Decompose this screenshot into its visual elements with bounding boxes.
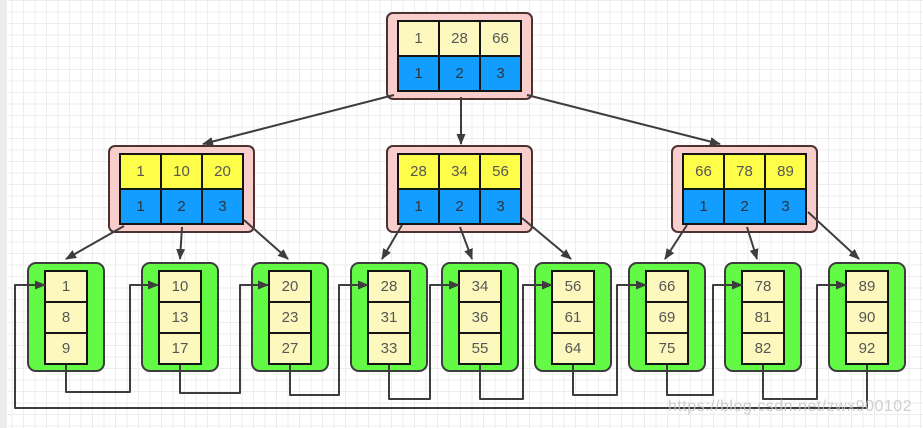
leaf-value-cell: 64 (553, 334, 593, 363)
leaf-value-cell: 9 (46, 334, 86, 363)
leaf-value-cell: 33 (369, 334, 409, 363)
pointer-cell: 1 (399, 57, 438, 90)
leaf-value-cell: 90 (847, 303, 887, 332)
leaf-value-cell: 82 (743, 334, 783, 363)
key-cell: 1 (399, 22, 438, 55)
leaf-value-cell: 28 (369, 272, 409, 301)
key-cell: 10 (162, 155, 201, 188)
leaf-value-cell: 10 (160, 272, 200, 301)
pointer-cell: 2 (440, 190, 479, 223)
pointer-cell: 2 (440, 57, 479, 90)
leaf-value-cell: 13 (160, 303, 200, 332)
key-cell: 20 (203, 155, 242, 188)
canvas-left-margin (0, 0, 7, 428)
leaf-value-cell: 89 (847, 272, 887, 301)
leaf-value-cell: 56 (553, 272, 593, 301)
leaf-value-cell: 17 (160, 334, 200, 363)
pointer-cell: 2 (725, 190, 764, 223)
pointer-cell: 3 (481, 190, 520, 223)
key-cell: 56 (481, 155, 520, 188)
leaf-value-cell: 20 (270, 272, 310, 301)
leaf-value-cell: 31 (369, 303, 409, 332)
key-cell: 28 (440, 22, 479, 55)
pointer-cell: 2 (162, 190, 201, 223)
pointer-cell: 1 (399, 190, 438, 223)
leaf-value-cell: 1 (46, 272, 86, 301)
leaf-value-cell: 23 (270, 303, 310, 332)
key-cell: 78 (725, 155, 764, 188)
pointer-cell: 1 (121, 190, 160, 223)
key-cell: 89 (766, 155, 805, 188)
leaf-value-cell: 75 (647, 334, 687, 363)
leaf-value-cell: 81 (743, 303, 783, 332)
key-cell: 28 (399, 155, 438, 188)
pointer-cell: 3 (203, 190, 242, 223)
leaf-value-cell: 78 (743, 272, 783, 301)
pointer-cell: 3 (766, 190, 805, 223)
leaf-value-cell: 27 (270, 334, 310, 363)
leaf-value-cell: 8 (46, 303, 86, 332)
arrow-root-to-internal-0 (202, 94, 395, 146)
leaf-value-cell: 92 (847, 334, 887, 363)
leaf-value-cell: 34 (460, 272, 500, 301)
key-cell: 34 (440, 155, 479, 188)
pointer-cell: 1 (684, 190, 723, 223)
leaf-value-cell: 69 (647, 303, 687, 332)
pointer-cell: 3 (481, 57, 520, 90)
watermark-url: https://blog.csdn.net/zwx900102 (668, 398, 913, 415)
arrow-root-to-internal-2 (526, 94, 721, 146)
key-cell: 66 (684, 155, 723, 188)
leaf-value-cell: 36 (460, 303, 500, 332)
key-cell: 1 (121, 155, 160, 188)
leaf-value-cell: 61 (553, 303, 593, 332)
leaf-value-cell: 55 (460, 334, 500, 363)
leaf-value-cell: 66 (647, 272, 687, 301)
key-cell: 66 (481, 22, 520, 55)
